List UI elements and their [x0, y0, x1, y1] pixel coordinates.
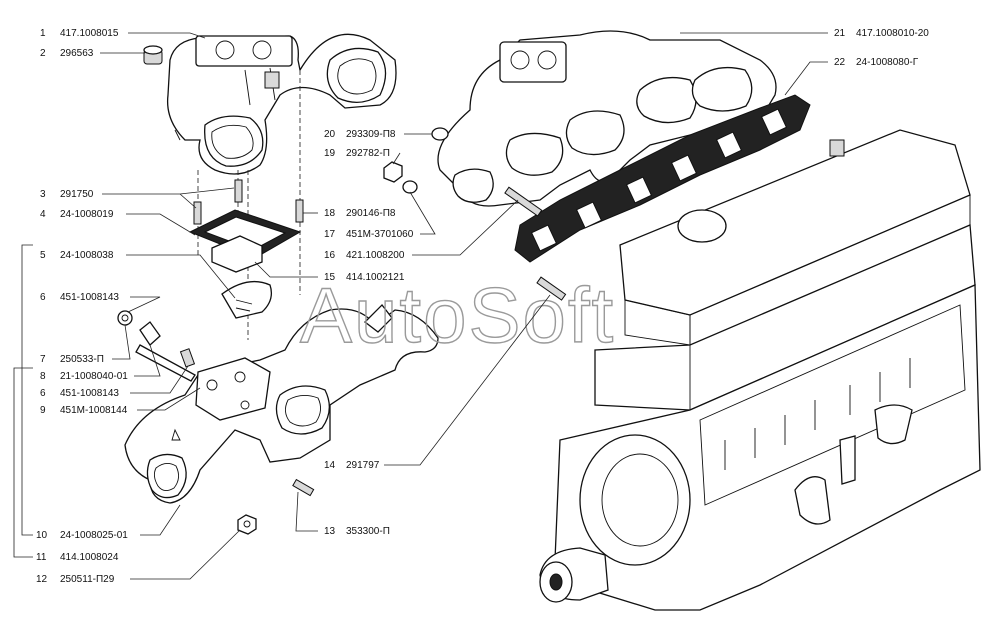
callout-item: 6 451-1008143	[40, 292, 161, 313]
callout-number: 13	[324, 526, 336, 537]
callout-code: 451-1008143	[60, 388, 119, 399]
callout-item: 11 414.1008024	[13, 367, 119, 563]
callout-item: 19 292782-П	[324, 148, 401, 165]
callout-item: 2 296563	[40, 48, 145, 59]
callout-number: 5	[40, 250, 46, 261]
callout-code: 24-1008080-Г	[856, 57, 919, 68]
callout-item: 7 250533-П	[40, 324, 131, 365]
callout-item: 8 21-1008040-01	[40, 344, 161, 382]
callout-number: 2	[40, 48, 46, 59]
callout-code: 24-1008038	[60, 250, 114, 261]
callout-code: 292782-П	[346, 148, 390, 159]
callout-item: 15 414.1002121	[254, 261, 405, 283]
callout-item: 9 451М-1008144	[40, 387, 201, 416]
callout-number: 12	[36, 574, 48, 585]
callout-code: 250533-П	[60, 354, 104, 365]
callout-number: 6	[40, 292, 46, 303]
callout-number: 7	[40, 354, 46, 365]
upper-manifold-part	[166, 33, 397, 175]
callout-number: 19	[324, 148, 336, 159]
callout-item: 18 290146-П8	[303, 208, 396, 219]
callout-number: 18	[324, 208, 336, 219]
engine-block-part	[539, 129, 981, 611]
callout-item: 10 24-1008025-01	[21, 244, 181, 541]
callout-code: 293309-П8	[346, 129, 396, 140]
callout-item: 13 353300-П	[295, 491, 390, 537]
callout-number: 17	[324, 229, 336, 240]
callout-code: 24-1008019	[60, 209, 114, 220]
callout-code: 417.1008015	[60, 28, 119, 39]
callout-code: 290146-П8	[346, 208, 396, 219]
watermark: AutoSoft	[300, 271, 615, 359]
callout-code: 250511-П29	[60, 574, 115, 585]
lower-stud-part	[292, 478, 315, 497]
callout-number: 22	[834, 57, 846, 68]
callout-code: 421.1008200	[346, 250, 405, 261]
callout-code: 451М-1008144	[60, 405, 128, 416]
callout-code: 451-1008143	[60, 292, 119, 303]
callout-code: 291750	[60, 189, 94, 200]
plug-part	[143, 45, 163, 65]
nut-part	[237, 514, 257, 535]
callout-code: 417.1008010-20	[856, 28, 929, 39]
callout-item: 6 451-1008143	[40, 365, 189, 399]
callout-item: 1 417.1008015	[40, 28, 206, 39]
callout-item: 4 24-1008019	[40, 209, 196, 236]
callout-number: 15	[324, 272, 336, 283]
spacer-gasket-part	[188, 209, 302, 273]
exhaust-gasket-part	[514, 94, 811, 263]
callout-number: 11	[36, 552, 47, 563]
callout-number: 3	[40, 189, 46, 200]
manifold-assembly-part	[437, 30, 777, 207]
callout-item: 14 291797	[324, 294, 551, 471]
lower-manifold-part	[124, 304, 439, 504]
callout-number: 4	[40, 209, 46, 220]
callout-code: 414.1008024	[60, 552, 119, 563]
callout-number: 16	[324, 250, 336, 261]
callout-number: 21	[834, 28, 846, 39]
callout-labels: 1 417.1008015 2 296563 3 291750 4 24-100…	[13, 28, 929, 585]
callout-code: 296563	[60, 48, 94, 59]
callout-code: 414.1002121	[346, 272, 405, 283]
callout-item: 12 250511-П29	[36, 529, 241, 585]
callout-item: 22 24-1008080-Г	[784, 57, 919, 96]
long-stud-part	[504, 186, 543, 217]
callout-number: 6	[40, 388, 46, 399]
callout-number: 20	[324, 129, 336, 140]
callout-code: 451М-3701060	[346, 229, 414, 240]
callout-item: 16 421.1008200	[324, 199, 519, 261]
manifold-stud-part	[536, 276, 567, 301]
callout-code: 291797	[346, 460, 380, 471]
callout-item: 3 291750	[40, 187, 235, 209]
callout-number: 8	[40, 371, 46, 382]
callout-item: 20 293309-П8	[324, 129, 432, 140]
callout-item: 21 417.1008010-20	[680, 28, 929, 39]
callout-code: 24-1008025-01	[60, 530, 128, 541]
heat-shield-part	[221, 280, 273, 319]
callout-number: 14	[324, 460, 336, 471]
nut-washer-part	[383, 127, 449, 194]
callout-number: 9	[40, 405, 46, 416]
callout-item: 17 451М-3701060	[324, 191, 436, 240]
callout-code: 21-1008040-01	[60, 371, 128, 382]
callout-number: 10	[36, 530, 48, 541]
callout-item: 5 24-1008038	[40, 250, 236, 299]
fastener-set-part	[117, 310, 196, 382]
callout-code: 353300-П	[346, 526, 390, 537]
callout-number: 1	[40, 28, 46, 39]
